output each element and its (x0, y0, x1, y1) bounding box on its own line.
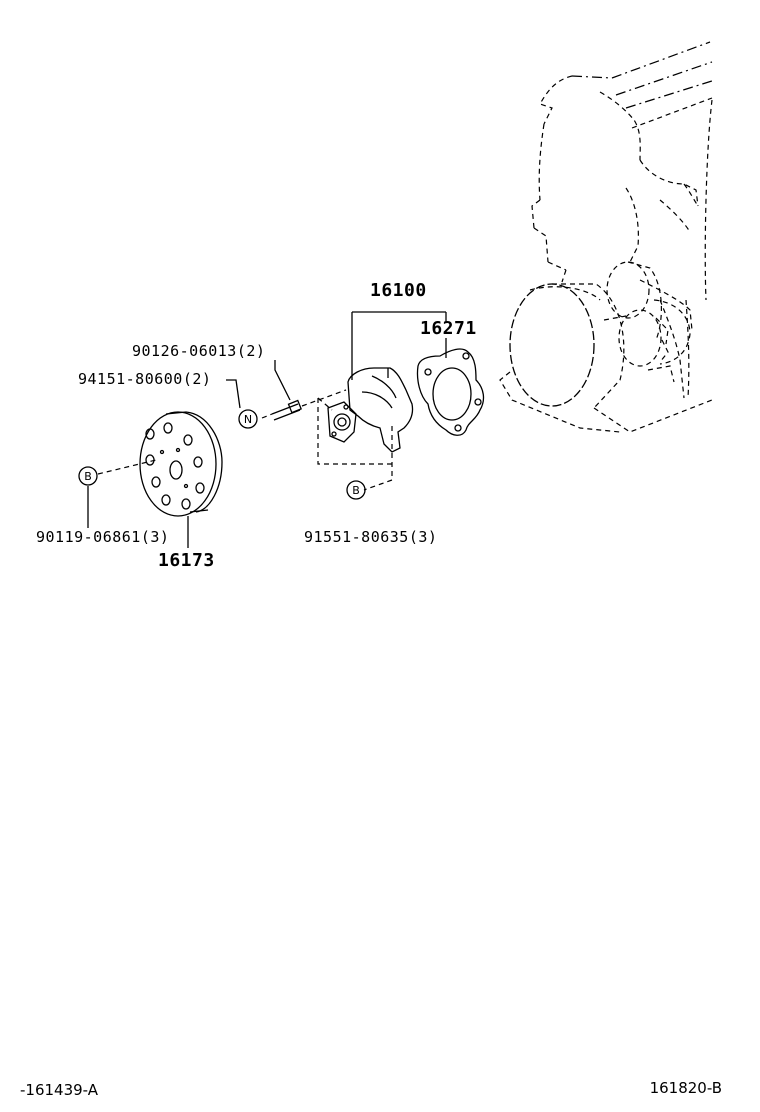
n-badge: N (238, 409, 258, 429)
label-90126-06013: 90126-06013(2) (132, 342, 265, 360)
label-90119-06861: 90119-06861(3) (36, 528, 169, 546)
pulley (139, 411, 223, 517)
label-91551-80635: 91551-80635(3) (304, 528, 437, 546)
n-badge-text: N (244, 413, 252, 426)
label-16100: 16100 (370, 280, 427, 301)
leader-lines (87, 311, 447, 548)
b-badge-right-text: B (352, 484, 360, 497)
footer-right-code: 161820-B (650, 1079, 722, 1097)
b-badge-left-text: B (84, 470, 92, 483)
b-badge-right: B (346, 480, 366, 500)
footer-left-code: -161439-A (20, 1081, 99, 1099)
water-pump-assembly (261, 367, 414, 453)
engine-block-illustration (499, 41, 716, 433)
b-badge-left: B (78, 466, 98, 486)
gasket (416, 348, 485, 436)
label-16271: 16271 (420, 318, 477, 339)
label-16173: 16173 (158, 550, 215, 571)
label-94151-80600: 94151-80600(2) (78, 370, 211, 388)
